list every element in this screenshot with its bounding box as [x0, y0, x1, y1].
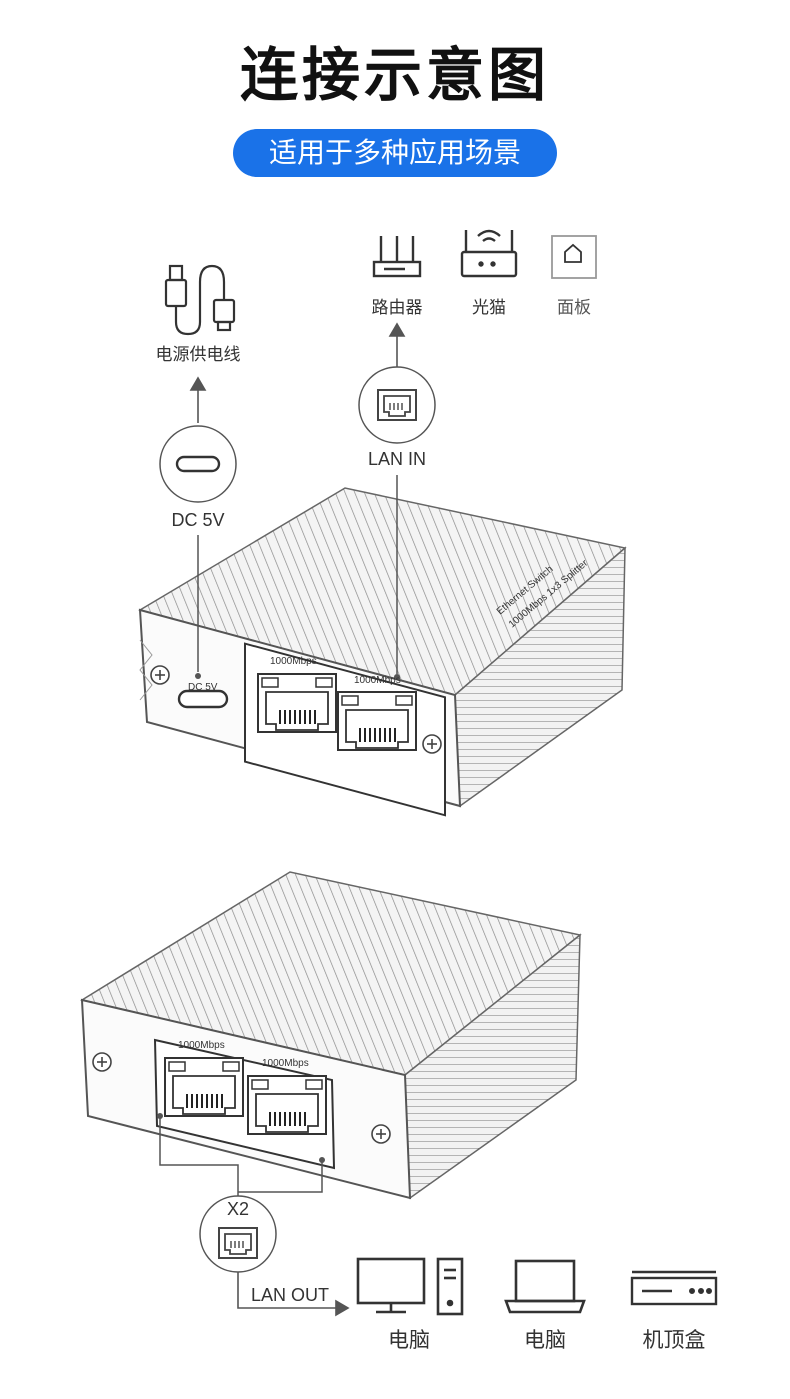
subtitle-badge: 适用于多种应用场景	[233, 129, 557, 177]
downstream-device-label-laptop: 电脑	[524, 1328, 566, 1352]
router-icon	[372, 236, 422, 278]
dc-port-callout	[159, 425, 237, 503]
lan-in-label: LAN IN	[367, 449, 427, 469]
arrow-power	[189, 376, 207, 423]
power-cable-label: 电源供电线	[155, 345, 241, 365]
set-top-box-icon	[630, 1270, 718, 1306]
downstream-device-label-desktop: 电脑	[388, 1328, 430, 1352]
laptop-icon	[504, 1259, 586, 1314]
dc-port-label: DC 5V	[171, 510, 225, 530]
device-bottom-port-speed-1: 1000Mbps	[178, 1040, 225, 1051]
lan-out-bracket	[159, 1118, 323, 1200]
power-cable-icon	[164, 264, 236, 336]
device-dc-text: DC 5V	[188, 682, 218, 693]
upstream-device-label-modem: 光猫	[472, 298, 506, 318]
lan-in-callout	[358, 366, 436, 444]
downstream-device-label-settop: 机顶盒	[642, 1328, 706, 1352]
arrow-lan-out	[237, 1272, 350, 1317]
upstream-device-label-panel: 面板	[557, 298, 591, 318]
device-port-speed-2: 1000Mbps	[354, 675, 401, 686]
lan-out-label: LAN OUT	[250, 1285, 329, 1305]
desktop-computer-icon	[356, 1257, 464, 1316]
device-port-speed-1: 1000Mbps	[270, 656, 317, 667]
switch-device-bottom	[80, 871, 582, 1200]
multiplier-label: X2	[226, 1199, 250, 1219]
optical-modem-icon	[460, 229, 518, 278]
wall-panel-icon	[551, 235, 597, 279]
switch-device-top	[138, 487, 627, 817]
arrow-lan-in	[388, 322, 406, 367]
upstream-device-label-router: 路由器	[371, 298, 423, 318]
page-title: 连接示意图	[239, 41, 550, 109]
device-bottom-port-speed-2: 1000Mbps	[262, 1058, 309, 1069]
